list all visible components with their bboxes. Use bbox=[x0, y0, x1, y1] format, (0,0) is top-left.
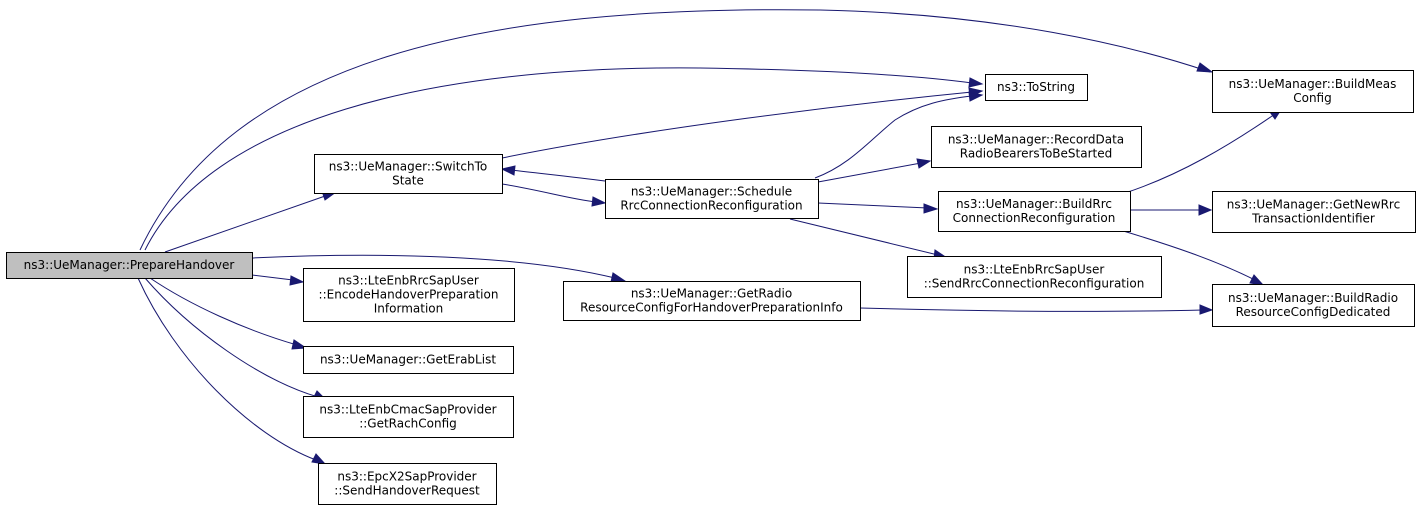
node-label-line: RrcConnectionReconfiguration bbox=[620, 199, 802, 213]
arrow-to-string-3-icon bbox=[968, 91, 984, 102]
node-record-data[interactable]: ns3::UeManager::RecordDataRadioBearersTo… bbox=[931, 126, 1142, 168]
edge-prepare-handover-to-to-string bbox=[144, 67, 973, 251]
node-to-string[interactable]: ns3::ToString bbox=[985, 74, 1088, 101]
arrow-to-string-icon bbox=[968, 77, 984, 88]
node-box bbox=[1212, 191, 1416, 233]
node-send-handover-request[interactable]: ns3::EpcX2SapProvider::SendHandoverReque… bbox=[318, 463, 497, 505]
node-box bbox=[1212, 70, 1414, 113]
edge-build-rrc-to-build-meas bbox=[1124, 113, 1276, 194]
edge-schedule-to-switch-to-state bbox=[510, 169, 606, 182]
edges-layer bbox=[137, 9, 1284, 465]
arrow-encode-icon bbox=[289, 275, 305, 286]
node-box bbox=[605, 179, 819, 219]
node-label-line: ::SendRrcConnectionReconfiguration bbox=[924, 277, 1145, 291]
node-box bbox=[938, 191, 1131, 232]
node-box bbox=[314, 154, 503, 194]
edge-schedule-to-build-rrc bbox=[817, 202, 929, 209]
edge-prepare-handover-to-encode bbox=[251, 274, 294, 281]
node-send-rrc[interactable]: ns3::LteEnbRrcSapUser::SendRrcConnection… bbox=[907, 256, 1162, 298]
node-label-line: ns3::UeManager::GetErabList bbox=[320, 353, 496, 367]
node-box bbox=[1212, 284, 1415, 327]
node-get-new-rrc[interactable]: ns3::UeManager::GetNewRrcTransactionIden… bbox=[1212, 191, 1416, 233]
node-get-rach-config[interactable]: ns3::LteEnbCmacSapProvider::GetRachConfi… bbox=[303, 396, 514, 438]
edge-schedule-to-send-rrc bbox=[789, 218, 939, 256]
node-schedule-rrc[interactable]: ns3::UeManager::ScheduleRrcConnectionRec… bbox=[605, 179, 819, 219]
arrow-switch-back-icon bbox=[500, 165, 516, 176]
edge-schedule-to-record-data bbox=[817, 162, 922, 183]
arrow-send-handover-request-icon bbox=[311, 453, 327, 465]
arrow-build-radio-icon bbox=[1199, 304, 1214, 315]
node-encode-handover[interactable]: ns3::LteEnbRrcSapUser::EncodeHandoverPre… bbox=[303, 268, 515, 322]
node-label-line: ns3::UeManager::SwitchTo bbox=[329, 160, 488, 174]
arrow-record-data-icon bbox=[916, 158, 932, 169]
node-box bbox=[303, 268, 515, 322]
edge-build-rrc-to-build-radio bbox=[1119, 229, 1256, 281]
node-label-line: ns3::UeManager::BuildMeas bbox=[1229, 77, 1397, 91]
edge-prepare-handover-to-get-erab-list bbox=[149, 277, 298, 346]
node-label-line: Information bbox=[374, 302, 443, 316]
node-build-rrc[interactable]: ns3::UeManager::BuildRrcConnectionReconf… bbox=[938, 191, 1131, 232]
edge-prepare-handover-to-build-meas bbox=[139, 9, 1211, 251]
node-label-line: Config bbox=[1293, 91, 1332, 105]
node-label-line: ConnectionReconfiguration bbox=[953, 211, 1116, 225]
nodes-layer: ns3::UeManager::PrepareHandoverns3::UeMa… bbox=[6, 70, 1416, 505]
node-label-line: ns3::UeManager::RecordData bbox=[948, 133, 1124, 147]
node-build-radio[interactable]: ns3::UeManager::BuildRadioResourceConfig… bbox=[1212, 284, 1415, 327]
node-label-line: RadioBearersToBeStarted bbox=[960, 147, 1113, 161]
arrow-build-rrc-icon bbox=[923, 203, 939, 214]
arrow-schedule-icon bbox=[591, 196, 607, 207]
node-label-line: ResourceConfigForHandoverPreparationInfo bbox=[580, 301, 843, 315]
node-label-line: ns3::UeManager::BuildRadio bbox=[1228, 291, 1398, 305]
arrow-get-erab-list-icon bbox=[291, 339, 308, 350]
edge-prepare-handover-to-get-rach-config bbox=[144, 277, 319, 398]
node-prepare-handover[interactable]: ns3::UeManager::PrepareHandover bbox=[6, 252, 253, 279]
node-label-line: ns3::UeManager::PrepareHandover bbox=[24, 258, 235, 272]
arrow-get-radio-resource-icon bbox=[610, 272, 627, 283]
node-label-line: ns3::UeManager::GetNewRrc bbox=[1227, 198, 1400, 212]
node-label-line: TransactionIdentifier bbox=[1251, 212, 1375, 226]
node-label-line: ::GetRachConfig bbox=[359, 417, 457, 431]
node-box bbox=[318, 463, 497, 505]
node-box bbox=[985, 74, 1088, 101]
node-get-erab-list[interactable]: ns3::UeManager::GetErabList bbox=[303, 346, 514, 374]
node-label-line: ns3::ToString bbox=[997, 80, 1075, 94]
node-box bbox=[303, 346, 514, 374]
node-box bbox=[907, 256, 1162, 298]
arrow-get-new-rrc-icon bbox=[1198, 204, 1213, 216]
edge-switch-to-state-to-schedule bbox=[501, 183, 597, 203]
node-label-line: ns3::UeManager::Schedule bbox=[631, 185, 792, 199]
node-label-line: ::SendHandoverRequest bbox=[334, 484, 480, 498]
edge-schedule-to-to-string bbox=[814, 95, 973, 179]
arrow-build-meas-icon bbox=[1196, 62, 1214, 73]
node-label-line: ns3::LteEnbRrcSapUser bbox=[964, 263, 1105, 277]
node-box bbox=[563, 281, 861, 321]
edge-get-radio-to-build-radio bbox=[859, 307, 1204, 312]
node-label-line: ns3::EpcX2SapProvider bbox=[337, 470, 476, 484]
edge-prepare-handover-to-get-radio-resource bbox=[251, 254, 616, 279]
arrow-build-radio-2-icon bbox=[1249, 274, 1265, 286]
node-label-line: ns3::LteEnbRrcSapUser bbox=[338, 274, 479, 288]
node-label-line: ResourceConfigDedicated bbox=[1236, 305, 1391, 319]
edge-switch-to-state-to-to-string bbox=[501, 91, 973, 159]
node-label-line: ns3::UeManager::GetRadio bbox=[631, 287, 792, 301]
node-label-line: ::EncodeHandoverPreparation bbox=[319, 288, 499, 302]
node-box bbox=[931, 126, 1142, 168]
node-label-line: ns3::LteEnbCmacSapProvider bbox=[319, 403, 496, 417]
node-label-line: ns3::UeManager::BuildRrc bbox=[956, 197, 1112, 211]
edge-prepare-handover-to-send-handover-request bbox=[137, 277, 317, 461]
node-box bbox=[303, 396, 514, 438]
node-get-radio-resource[interactable]: ns3::UeManager::GetRadioResourceConfigFo… bbox=[563, 281, 861, 321]
node-box bbox=[6, 252, 253, 279]
edge-prepare-handover-to-switch-to-state bbox=[164, 194, 329, 253]
node-label-line: State bbox=[392, 174, 424, 188]
